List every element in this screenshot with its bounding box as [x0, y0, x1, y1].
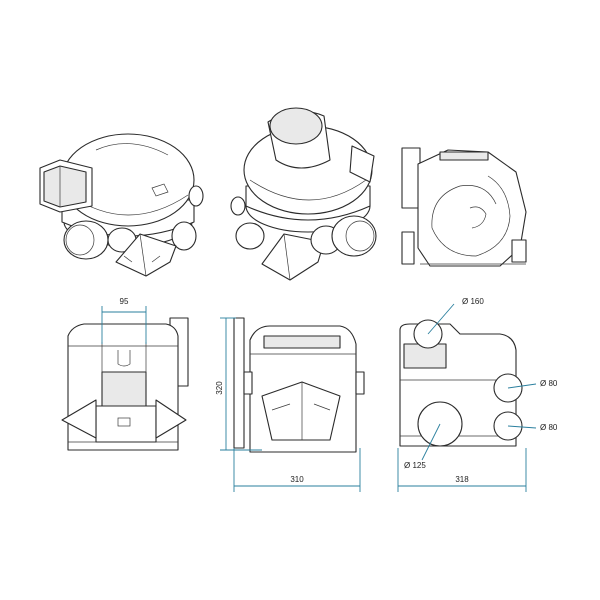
dim-95-label: 95: [120, 297, 129, 306]
dimension-318: 318: [397, 448, 527, 492]
isometric-view-front-left: [39, 133, 204, 277]
dim-125-label: Ø 125: [404, 461, 426, 470]
side-view-ports: [399, 319, 523, 447]
dim-310-label: 310: [290, 475, 304, 484]
dim-320-label: 320: [215, 381, 224, 395]
side-view-spiral: [401, 147, 527, 267]
leader-160: Ø 160: [427, 297, 484, 335]
dim-318-label: 318: [455, 475, 469, 484]
dim-80-lower-label: Ø 80: [540, 423, 558, 432]
dim-80-upper-label: Ø 80: [540, 379, 558, 388]
dim-160-label: Ø 160: [462, 297, 484, 306]
leader-80-upper: Ø 80: [507, 379, 558, 389]
dimension-310: 310: [233, 448, 361, 492]
dimension-95: 95: [101, 297, 147, 344]
leader-80-lower: Ø 80: [507, 423, 558, 432]
isometric-view-rear: [230, 107, 377, 281]
rear-view: [233, 317, 365, 453]
front-view: [61, 317, 189, 451]
dimension-320: 320: [215, 317, 262, 451]
leader-125: Ø 125: [404, 423, 441, 470]
